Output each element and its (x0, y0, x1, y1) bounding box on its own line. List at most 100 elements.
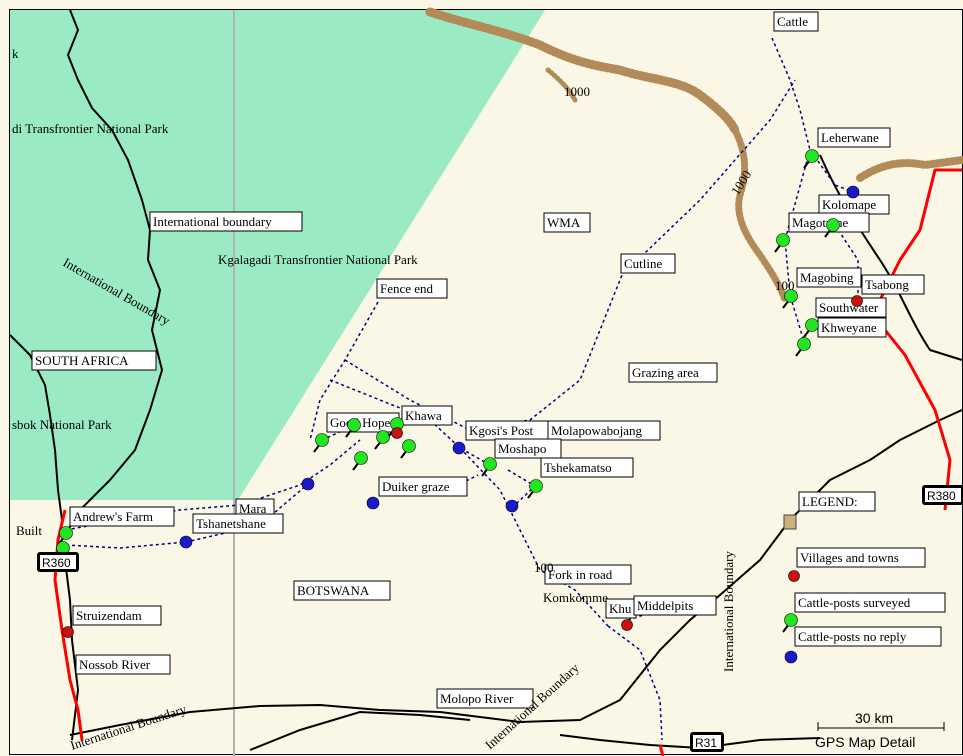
auob-river-line (9, 334, 63, 521)
place-label-fence-end: Fence end (376, 278, 448, 299)
cattle-post-no-reply-marker[interactable] (179, 535, 193, 549)
cattle-post-no-reply-marker[interactable] (452, 441, 466, 455)
label-text: Khu (609, 601, 632, 616)
legend-villages: Villages and towns (796, 547, 926, 568)
label-box (547, 420, 661, 441)
place-label-molapowabojang: Molapowabojang (547, 420, 661, 441)
label-text: Grazing area (632, 365, 699, 380)
place-label-middelpits: Middelpits (633, 595, 717, 616)
cattle-post-no-reply-marker[interactable] (505, 499, 519, 513)
place-label-fork-in-road: Fork in road (544, 564, 632, 585)
label-text: Molapowabojang (551, 423, 642, 438)
road-shield-r31: R31 (690, 732, 724, 752)
scale-bar: 30 km GPS Map Detail (815, 710, 945, 750)
place-label-cattle: Cattle (773, 11, 819, 32)
map-text-sbok-park: sbok National Park (12, 417, 112, 432)
label-box (544, 564, 632, 585)
legend-no-reply: Cattle-posts no reply (794, 626, 942, 647)
label-box (494, 438, 562, 459)
village-marker[interactable] (851, 295, 863, 307)
place-label-struizendam: Struizendam (72, 605, 162, 626)
label-text: Cutline (624, 256, 663, 271)
map-text-intl-boundary-vertical: International Boundary (721, 551, 736, 672)
label-box (628, 362, 718, 383)
label-text: Cattle-posts no reply (798, 629, 907, 644)
place-label-magobing: Magobing (796, 267, 862, 288)
tsabong-road-line (819, 154, 963, 361)
cattle-post-surveyed-marker[interactable] (784, 613, 798, 627)
scale-caption: GPS Map Detail (815, 734, 915, 750)
molopo-river-line (69, 409, 963, 736)
label-text: Moshapo (498, 441, 546, 456)
village-marker[interactable] (788, 570, 800, 582)
cattle-post-surveyed-marker[interactable] (402, 439, 416, 453)
khuis-road (658, 744, 665, 756)
label-text: Khawa (405, 408, 442, 423)
label-text: Struizendam (76, 608, 142, 623)
label-box (798, 491, 876, 512)
label-box (773, 11, 819, 32)
map-text-contour-100-fragment: 100 (775, 278, 795, 293)
map-text-kgalagadi-center: Kgalagadi Transfrontier National Park (218, 252, 418, 267)
cattle-post-surveyed-marker[interactable] (826, 218, 840, 232)
map-text-kgalagadi-left: di Transfrontier National Park (12, 121, 169, 136)
label-box (149, 211, 303, 232)
place-label-south-africa: SOUTH AFRICA (31, 350, 157, 371)
label-text: Molopo River (440, 691, 514, 706)
cattle-post-surveyed-marker[interactable] (797, 337, 811, 351)
label-text: LEGEND: (802, 494, 858, 509)
label-box (817, 127, 891, 148)
cattle-post-surveyed-marker[interactable] (776, 233, 790, 247)
place-label-wma: WMA (543, 212, 591, 233)
place-label-nossob-river: Nossob River (75, 654, 171, 675)
cattle-post-surveyed-marker[interactable] (376, 430, 390, 444)
label-box (69, 506, 175, 527)
r360-road (53, 509, 84, 741)
molopo-main-line (249, 710, 471, 751)
national-park-area (10, 10, 545, 500)
nossob-river-line (61, 9, 163, 541)
label-box (794, 592, 946, 613)
label-box (861, 274, 925, 295)
village-marker[interactable] (62, 626, 74, 638)
cattle-post-no-reply-marker[interactable] (301, 477, 315, 491)
label-text: Southwater (819, 300, 879, 315)
cattle-post-surveyed-marker[interactable] (805, 318, 819, 332)
cattle-post-surveyed-marker[interactable] (784, 289, 798, 303)
cattle-post-surveyed-marker[interactable] (483, 457, 497, 471)
label-text: Fork in road (548, 567, 613, 582)
place-label-kgosis-post: Kgosi's Post (465, 420, 551, 441)
place-label-southwater: Southwater (815, 297, 887, 318)
cattle-post-surveyed-marker[interactable] (315, 433, 329, 447)
place-label-leherwane: Leherwane (817, 127, 891, 148)
cattle-post-surveyed-marker[interactable] (529, 479, 543, 493)
cattle-post-surveyed-marker[interactable] (347, 418, 361, 432)
label-text: Magobing (800, 270, 854, 285)
cattle-post-no-reply-marker[interactable] (366, 496, 380, 510)
label-text: Nossob River (79, 657, 151, 672)
label-text: Kolomape (822, 197, 876, 212)
place-label-mara: Mara (235, 498, 275, 519)
place-label-cutline: Cutline (620, 253, 676, 274)
label-text: SOUTH AFRICA (35, 353, 129, 368)
village-marker[interactable] (391, 427, 403, 439)
cattle-post-no-reply-marker[interactable] (846, 185, 860, 199)
village-marker[interactable] (621, 619, 633, 631)
label-text: WMA (547, 215, 581, 230)
label-text: Middelpits (637, 598, 693, 613)
place-label-international-boundary-box: International boundary (149, 211, 303, 232)
label-text: Kgosi's Post (469, 423, 533, 438)
cattle-post-surveyed-marker[interactable] (59, 526, 73, 540)
place-label-duiker-graze: Duiker graze (378, 476, 468, 497)
label-box (378, 476, 468, 497)
cattle-post-surveyed-marker[interactable] (354, 451, 368, 465)
label-box (401, 405, 453, 426)
label-text: Tshekamatso (544, 460, 612, 475)
road-shield-r360: R360 (37, 552, 79, 572)
cattle-post-no-reply-marker[interactable] (784, 650, 798, 664)
contour-1000m (425, 7, 963, 304)
cattle-post-surveyed-marker[interactable] (805, 149, 819, 163)
label-box (31, 350, 157, 371)
